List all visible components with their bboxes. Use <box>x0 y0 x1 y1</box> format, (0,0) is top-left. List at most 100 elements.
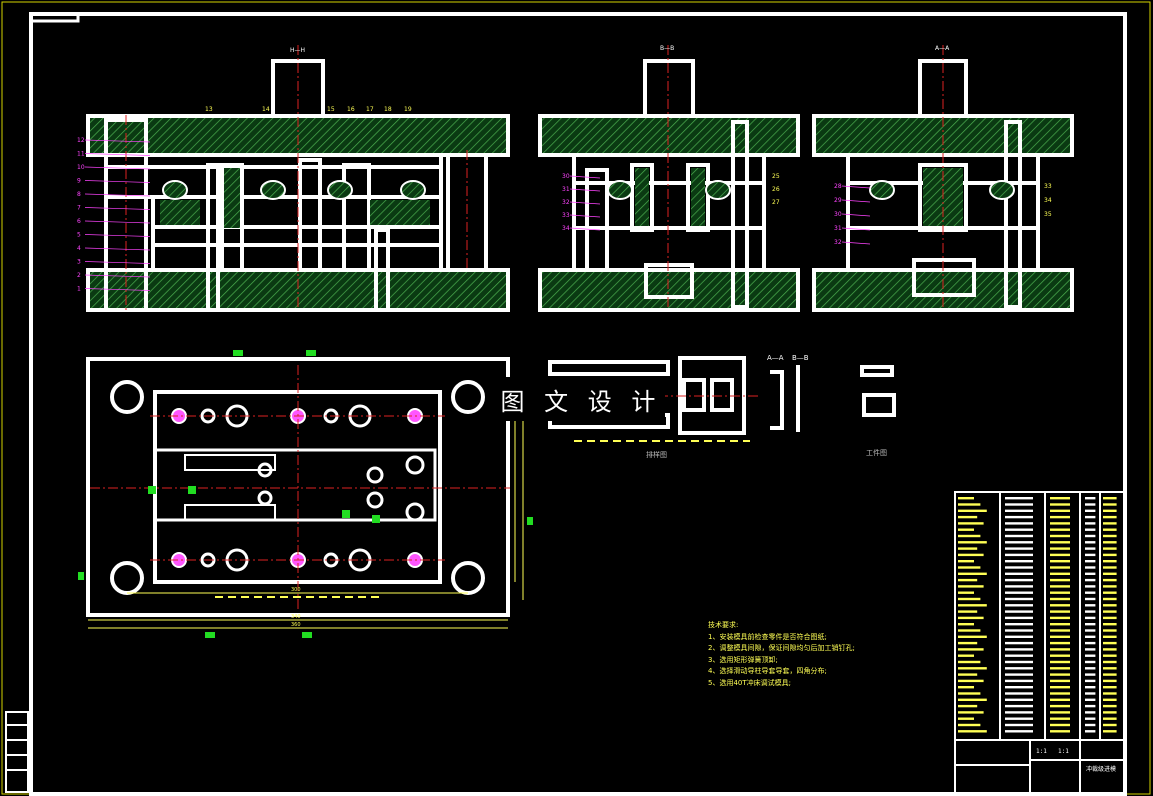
bom-cell <box>958 578 978 582</box>
bom-cell <box>1050 578 1070 582</box>
bom-cell <box>1005 704 1033 708</box>
bom-cell <box>1050 591 1070 594</box>
bom-cell <box>1103 610 1117 613</box>
bom-cell <box>958 654 974 657</box>
bom-cell <box>1050 641 1070 645</box>
leader-number: 17 <box>366 106 374 113</box>
bom-cell <box>1103 541 1117 544</box>
bom-cell <box>1005 711 1033 714</box>
leader-line <box>84 180 151 183</box>
bom-cell <box>1050 692 1070 695</box>
bom-cell <box>1103 591 1117 594</box>
bom-cell <box>958 660 981 664</box>
bom-cell <box>958 591 974 594</box>
bom-cell <box>958 585 984 588</box>
bom-cell <box>1103 711 1117 714</box>
leader-line <box>84 153 151 156</box>
bom-cell <box>1005 610 1033 613</box>
bom-cell <box>1085 528 1096 531</box>
bom-cell <box>1005 503 1033 506</box>
revision-block <box>5 711 29 793</box>
bom-cell <box>958 509 987 512</box>
bom-cell <box>1005 509 1033 512</box>
leader-number: 26 <box>772 186 780 193</box>
tech-requirement-item: 1、安装模具前检查零件是否符合图纸; <box>708 632 827 641</box>
dim-plan-inner: 300 <box>291 587 301 593</box>
dim-plan-outer: 340 <box>291 614 301 620</box>
bom-cell <box>1085 711 1096 714</box>
bom-cell <box>1005 528 1033 531</box>
bom-cell <box>1085 585 1096 588</box>
leader-line <box>84 247 151 251</box>
leader-line <box>841 213 871 217</box>
bom-cell <box>958 572 987 575</box>
bom-cell <box>1103 604 1117 607</box>
leader-number: 10 <box>77 164 85 171</box>
bom-cell <box>1085 660 1096 664</box>
bom-cell <box>1085 686 1096 689</box>
bom-cell <box>958 679 984 683</box>
leader-line <box>841 241 871 245</box>
bom-cell <box>1005 623 1033 626</box>
bom-cell <box>1085 541 1096 544</box>
leader-number: 31 <box>834 225 842 232</box>
bom-cell <box>1005 547 1033 550</box>
bom-cell <box>1103 704 1117 708</box>
leader-number: 3 <box>77 259 81 266</box>
bom-cell <box>1103 635 1117 638</box>
bom-cell <box>958 635 987 638</box>
bom-cell <box>1085 730 1096 733</box>
tech-requirement-item: 3、选用矩形弹簧顶卸; <box>708 655 778 664</box>
strip-bb-caption: B—B <box>792 354 809 362</box>
bom-cell <box>1005 616 1033 620</box>
bom-cell <box>1050 515 1070 519</box>
plan-markers <box>78 350 533 638</box>
leader-number: 2 <box>77 272 81 279</box>
bom-cell <box>1103 566 1117 569</box>
bom-cell <box>1005 591 1033 594</box>
bom-cell <box>1050 528 1070 531</box>
bom-cell <box>1085 610 1096 613</box>
bom-cell <box>958 604 987 607</box>
bom-cell <box>1050 623 1070 626</box>
bom-cell <box>1085 578 1096 582</box>
bom-cell <box>1085 534 1096 538</box>
bom-cell <box>1085 641 1096 645</box>
bom-cell <box>1005 698 1033 701</box>
section-hh-fills <box>125 45 468 310</box>
bom-cell <box>1005 673 1033 676</box>
leader-number: 34 <box>562 225 570 232</box>
bom-cell <box>958 673 978 676</box>
leader-number: 16 <box>347 106 355 113</box>
bom-cell <box>1005 585 1033 588</box>
bom-cell <box>958 711 984 714</box>
bom-cell <box>1050 585 1070 588</box>
bom-cell <box>1103 686 1117 689</box>
bom-cell <box>958 560 974 563</box>
leader-number: 1 <box>77 286 81 293</box>
bom-cell <box>958 503 981 506</box>
leader-number: 33 <box>562 212 570 219</box>
leader-number: 30 <box>834 211 842 218</box>
leader-number: 9 <box>77 178 81 185</box>
bom-cell <box>958 616 984 620</box>
bom-cell <box>1005 604 1033 607</box>
leader-line <box>569 188 601 192</box>
bom-cell <box>1005 723 1033 727</box>
bom-cell <box>1050 686 1070 689</box>
bom-cell <box>1050 711 1070 714</box>
leader-number: 13 <box>205 106 213 113</box>
bom-cell <box>1005 717 1033 720</box>
bom-cell <box>1005 660 1033 664</box>
bom-cell <box>1050 497 1070 500</box>
bom-cell <box>1085 692 1096 695</box>
title-block <box>954 739 1126 795</box>
bom-cell <box>1050 534 1070 538</box>
bom-cell <box>958 553 984 557</box>
bom-cell <box>1103 641 1117 645</box>
bom-cell <box>1005 648 1033 651</box>
leader-line <box>84 166 151 170</box>
bom-cell <box>1103 534 1117 538</box>
